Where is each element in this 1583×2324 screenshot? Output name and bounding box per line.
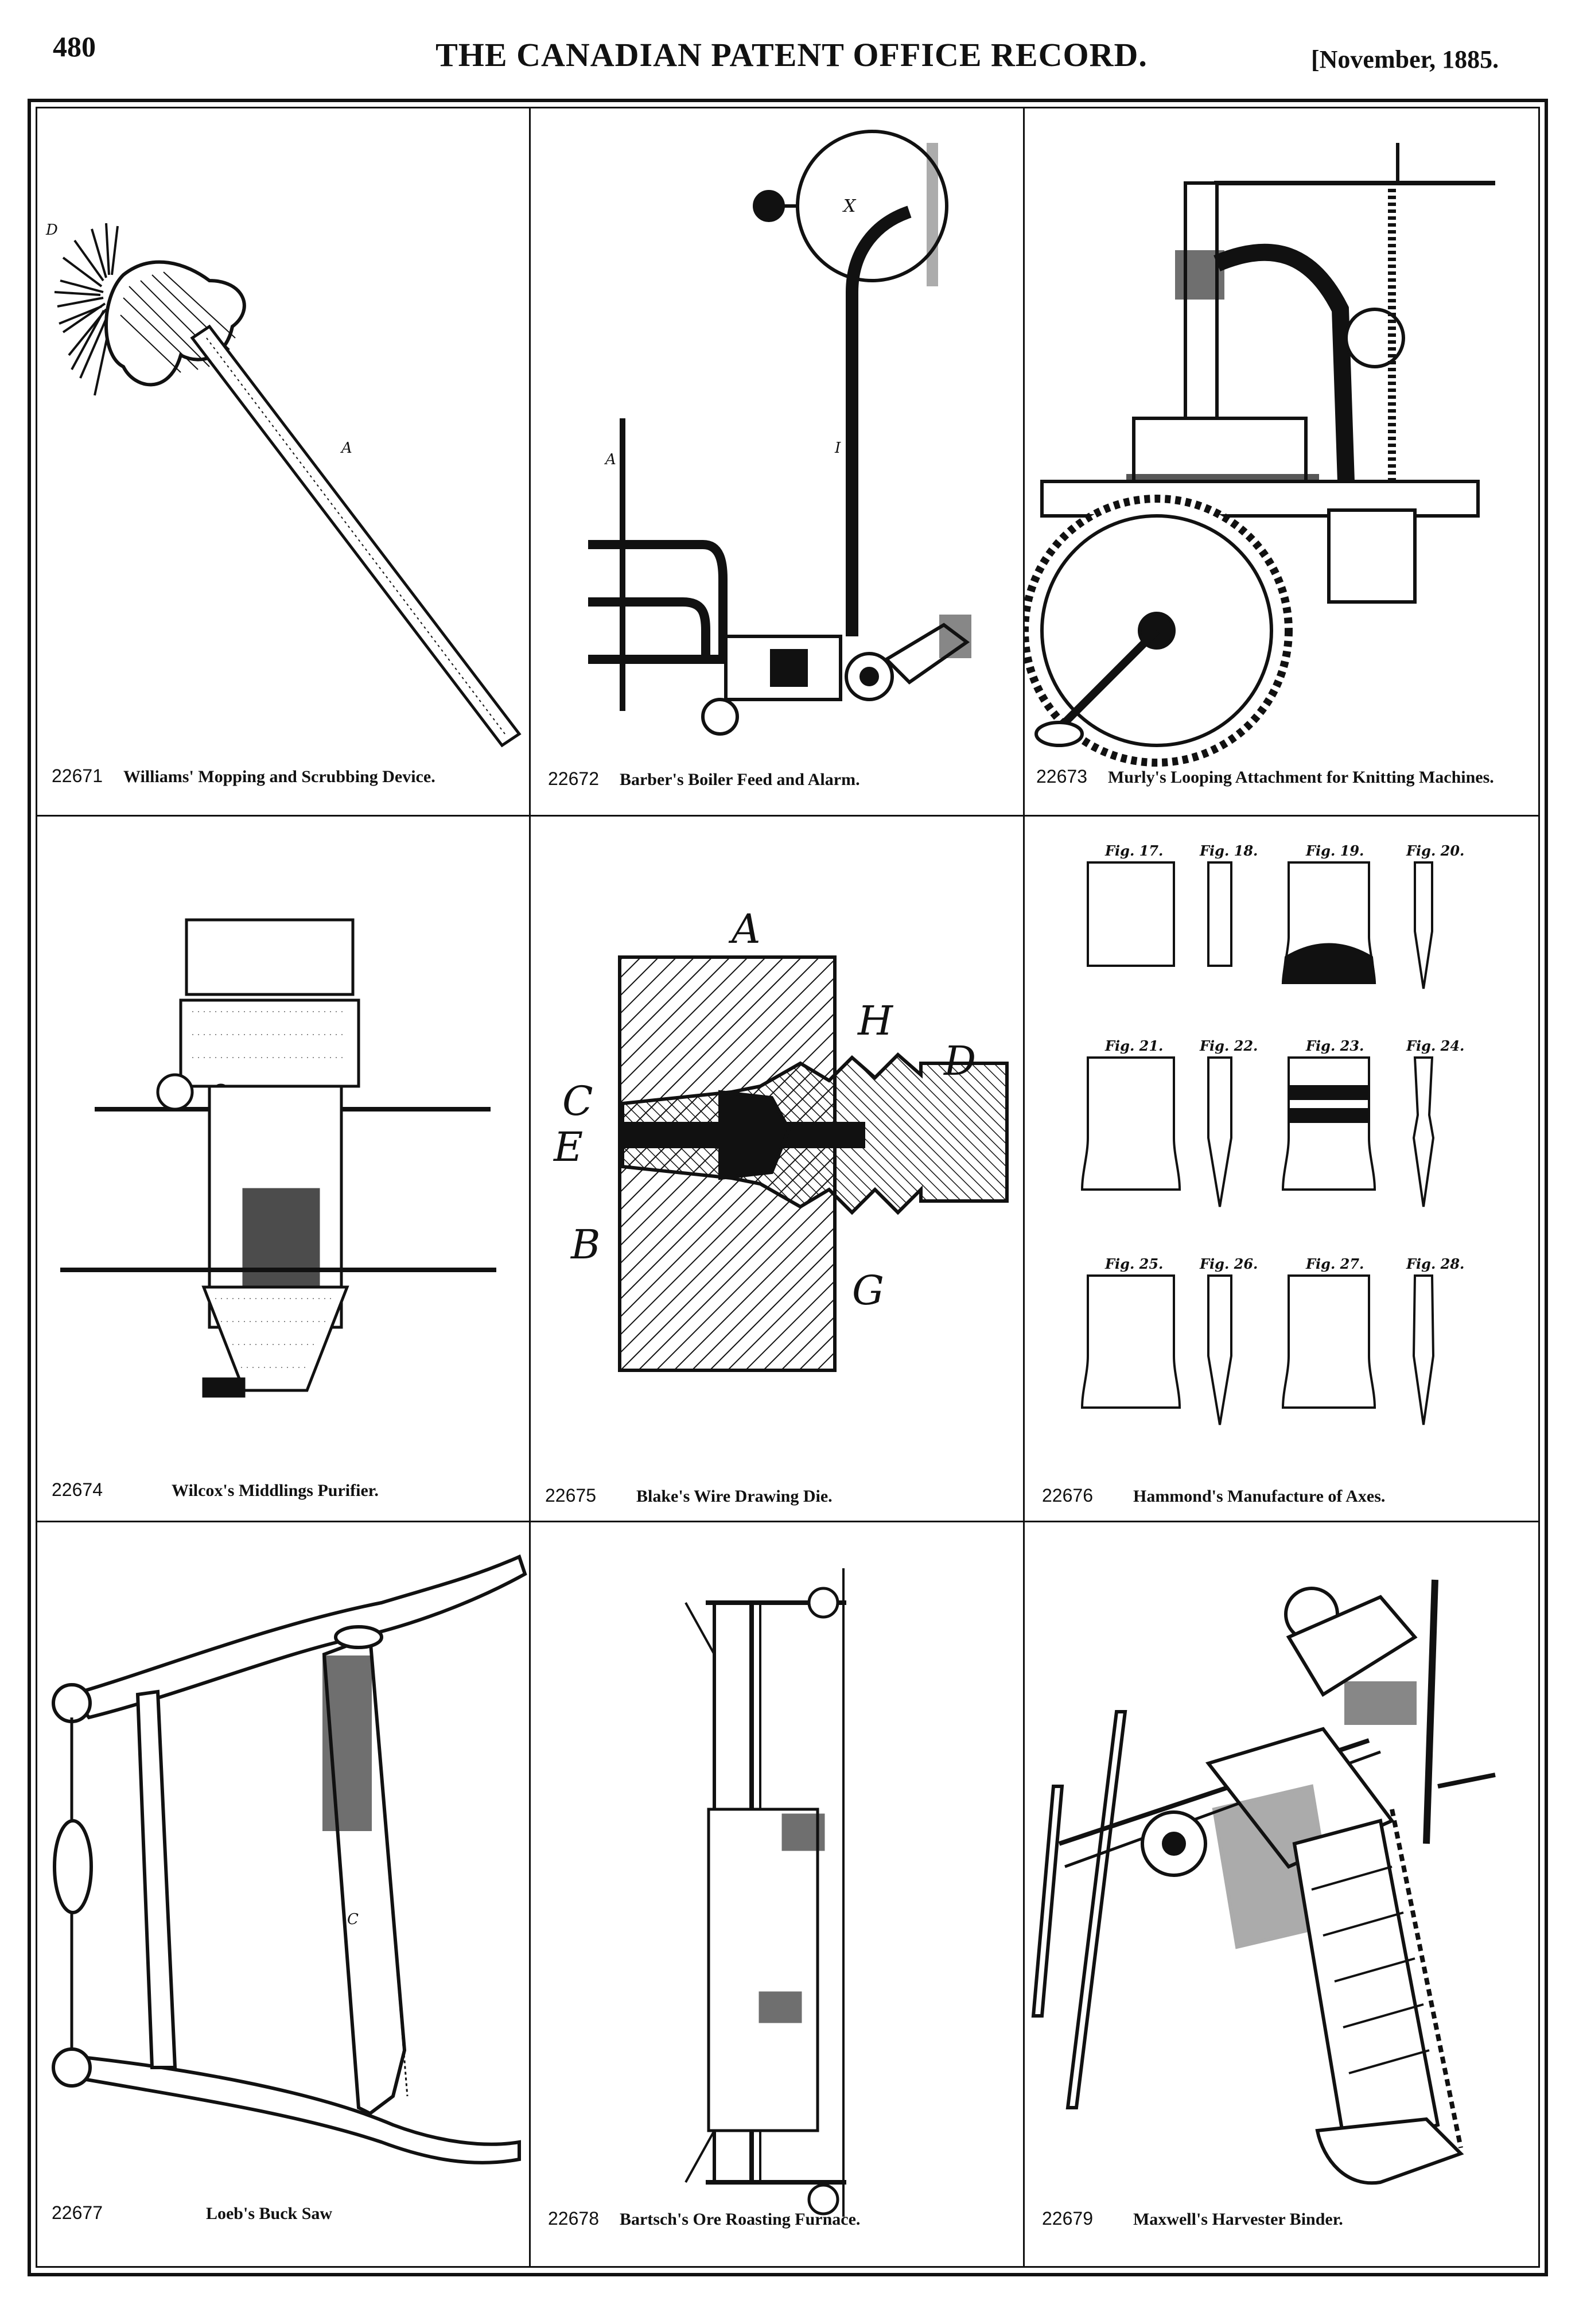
journal-title: THE CANADIAN PATENT OFFICE RECORD.: [435, 36, 1148, 73]
axes-illustration: Fig. 17. Fig. 18. Fig. 19. Fig. 20. Fig.…: [1080, 842, 1464, 1425]
caption-22675: 22675 Blake's Wire Drawing Die.: [545, 1485, 1016, 1506]
label-I: I: [834, 440, 841, 457]
fig-20-label: Fig. 20.: [1406, 842, 1464, 859]
patent-number: 22677: [52, 2202, 103, 2223]
patent-title: Blake's Wire Drawing Die.: [636, 1487, 833, 1506]
caption-22679: 22679 Maxwell's Harvester Binder.: [1042, 2208, 1530, 2229]
caption-22678: 22678 Bartsch's Ore Roasting Furnace.: [548, 2208, 1018, 2229]
outer-frame: [28, 99, 1548, 2276]
float-chamber: [796, 130, 948, 282]
label-B: B: [570, 1221, 600, 1268]
ore-furnace-illustration: [684, 1568, 846, 2217]
label-D: D: [45, 221, 58, 239]
patent-title: Barber's Boiler Feed and Alarm.: [619, 770, 860, 789]
fig-24-label: Fig. 24.: [1406, 1037, 1464, 1054]
patent-cell-22677: C 22677 Loeb's Buck Saw: [37, 1522, 529, 2266]
patent-title: Wilcox's Middlings Purifier.: [171, 1481, 379, 1500]
knitting-machine-illustration: [1025, 143, 1495, 767]
patent-cell-22671: A D 22671 Williams' Mopping and Scrubbing…: [37, 108, 529, 815]
caption-22672: 22672 Barber's Boiler Feed and Alarm.: [548, 768, 1018, 790]
label-D: D: [943, 1037, 976, 1085]
row-divider-2: [37, 1521, 1538, 1522]
caption-22673: 22673 Murly's Looping Attachment for Knit…: [1036, 765, 1524, 788]
patent-title: Hammond's Manufacture of Axes.: [1133, 1487, 1386, 1506]
fig-23-label: Fig. 23.: [1305, 1037, 1364, 1054]
patent-cell-22676: Fig. 17. Fig. 18. Fig. 19. Fig. 20. Fig.…: [1025, 817, 1538, 1521]
fig-25-label: Fig. 25.: [1104, 1256, 1163, 1272]
label-X: X: [842, 196, 857, 216]
label-A: A: [340, 440, 352, 457]
patent-title: Bartsch's Ore Roasting Furnace.: [619, 2210, 861, 2229]
fig-28-label: Fig. 28.: [1406, 1256, 1464, 1272]
patent-number: 22671: [52, 765, 103, 786]
column-divider-2: [1023, 108, 1025, 2266]
patent-title: Murly's Looping Attachment for Knitting …: [1107, 768, 1494, 787]
caption-22671: 22671 Williams' Mopping and Scrubbing Dev…: [52, 765, 522, 787]
row-divider-1: [37, 815, 1538, 817]
patent-cell-22672: X A I 22672 Barber's Boiler Feed and Alar…: [531, 108, 1023, 815]
label-E: E: [553, 1124, 583, 1171]
caption-22676: 22676 Hammond's Manufacture of Axes.: [1042, 1485, 1530, 1506]
patent-number: 22678: [548, 2208, 599, 2229]
caption-22677: 22677 Loeb's Buck Saw: [52, 2202, 522, 2224]
label-A: A: [604, 451, 616, 468]
fig-17-label: Fig. 17.: [1104, 842, 1163, 859]
patent-cell-22675: A H D C E B G 22675 Blake's Wire Drawing …: [531, 817, 1023, 1521]
patent-title: Williams' Mopping and Scrubbing Device.: [123, 767, 435, 786]
patent-number: 22672: [548, 768, 599, 789]
patent-number: 22675: [545, 1485, 596, 1506]
fig-18-label: Fig. 18.: [1199, 842, 1258, 859]
patent-cell-22674: 22674 Wilcox's Middlings Purifier.: [37, 817, 529, 1521]
buck-saw-illustration: C: [52, 1554, 527, 2164]
harvester-binder-illustration: [1031, 1579, 1496, 2185]
patent-title: Loeb's Buck Saw: [205, 2204, 333, 2223]
patent-number: 22673: [1036, 766, 1087, 787]
fig-21-label: Fig. 21.: [1104, 1037, 1163, 1054]
page-number: 480: [53, 30, 96, 63]
label-G: G: [852, 1267, 884, 1314]
inner-frame: [36, 107, 1540, 2268]
label-H: H: [857, 997, 894, 1044]
caption-22674: 22674 Wilcox's Middlings Purifier.: [52, 1479, 522, 1501]
fig-22-label: Fig. 22.: [1199, 1037, 1258, 1054]
label-A: A: [728, 905, 761, 953]
patent-number: 22676: [1042, 1485, 1093, 1506]
patent-title: Maxwell's Harvester Binder.: [1133, 2210, 1343, 2229]
patent-number: 22679: [1042, 2208, 1093, 2229]
purifier-illustration: [60, 918, 496, 1398]
label-C: C: [347, 1911, 359, 1928]
fig-26-label: Fig. 26.: [1199, 1256, 1258, 1272]
patent-cell-22678: 22678 Bartsch's Ore Roasting Furnace.: [531, 1522, 1023, 2266]
patent-cell-22679: 22679 Maxwell's Harvester Binder.: [1025, 1522, 1538, 2266]
patent-number: 22674: [52, 1479, 103, 1500]
mop-illustration: A D: [45, 221, 522, 748]
mop-bristles: [54, 223, 119, 396]
wire-die-illustration: A H D C E B G: [553, 905, 1009, 1372]
fig-19-label: Fig. 19.: [1305, 842, 1364, 859]
issue-date: [November, 1885.: [1311, 45, 1499, 73]
patent-cell-22673: 22673 Murly's Looping Attachment for Knit…: [1025, 108, 1538, 815]
pulley: [1344, 308, 1405, 368]
boiler-feed-illustration: X A I: [588, 130, 971, 736]
column-divider-1: [529, 108, 531, 2266]
label-C: C: [562, 1078, 593, 1125]
fig-27-label: Fig. 27.: [1305, 1256, 1364, 1272]
